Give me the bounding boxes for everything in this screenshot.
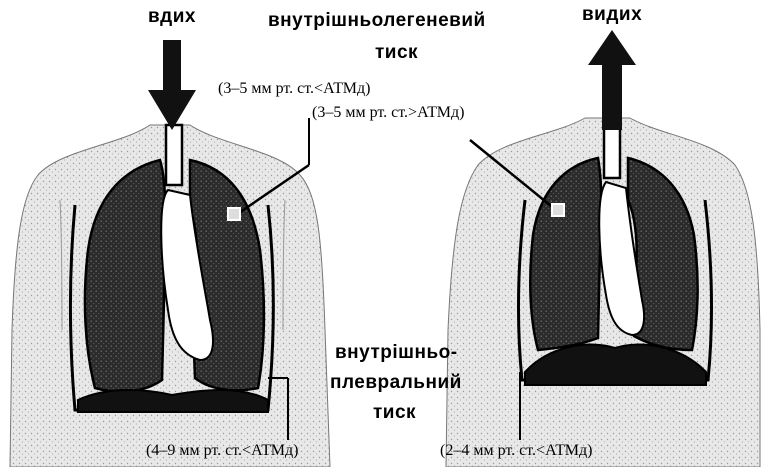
inhale-alveolus-marker bbox=[228, 208, 240, 220]
exhale-alveolus-marker bbox=[552, 204, 564, 216]
intrapleural-title: внутрішньо- bbox=[335, 342, 458, 364]
inhale-label: вдих bbox=[148, 6, 196, 28]
exhale-label: видих bbox=[582, 4, 642, 26]
intrapleural-exhale-value: (2–4 мм рт. ст.<АТМд) bbox=[440, 442, 592, 460]
intrapulmonary-title: внутрішньолегеневий bbox=[268, 10, 486, 32]
exhale-arrow bbox=[588, 30, 636, 130]
intrapleural-title-2: плевральний bbox=[330, 372, 462, 394]
intrapulmonary-inhale-value: (3–5 мм рт. ст.<АТМд) bbox=[218, 80, 370, 98]
inhale-trachea bbox=[166, 125, 182, 185]
intrapulmonary-title-2: тиск bbox=[375, 42, 418, 64]
intrapleural-title-3: тиск bbox=[373, 402, 416, 424]
inhale-arrow bbox=[148, 40, 196, 130]
intrapulmonary-exhale-value: (3–5 мм рт. ст.>АТМд) bbox=[312, 104, 464, 122]
intrapleural-inhale-value: (4–9 мм рт. ст.<АТМд) bbox=[146, 442, 298, 460]
